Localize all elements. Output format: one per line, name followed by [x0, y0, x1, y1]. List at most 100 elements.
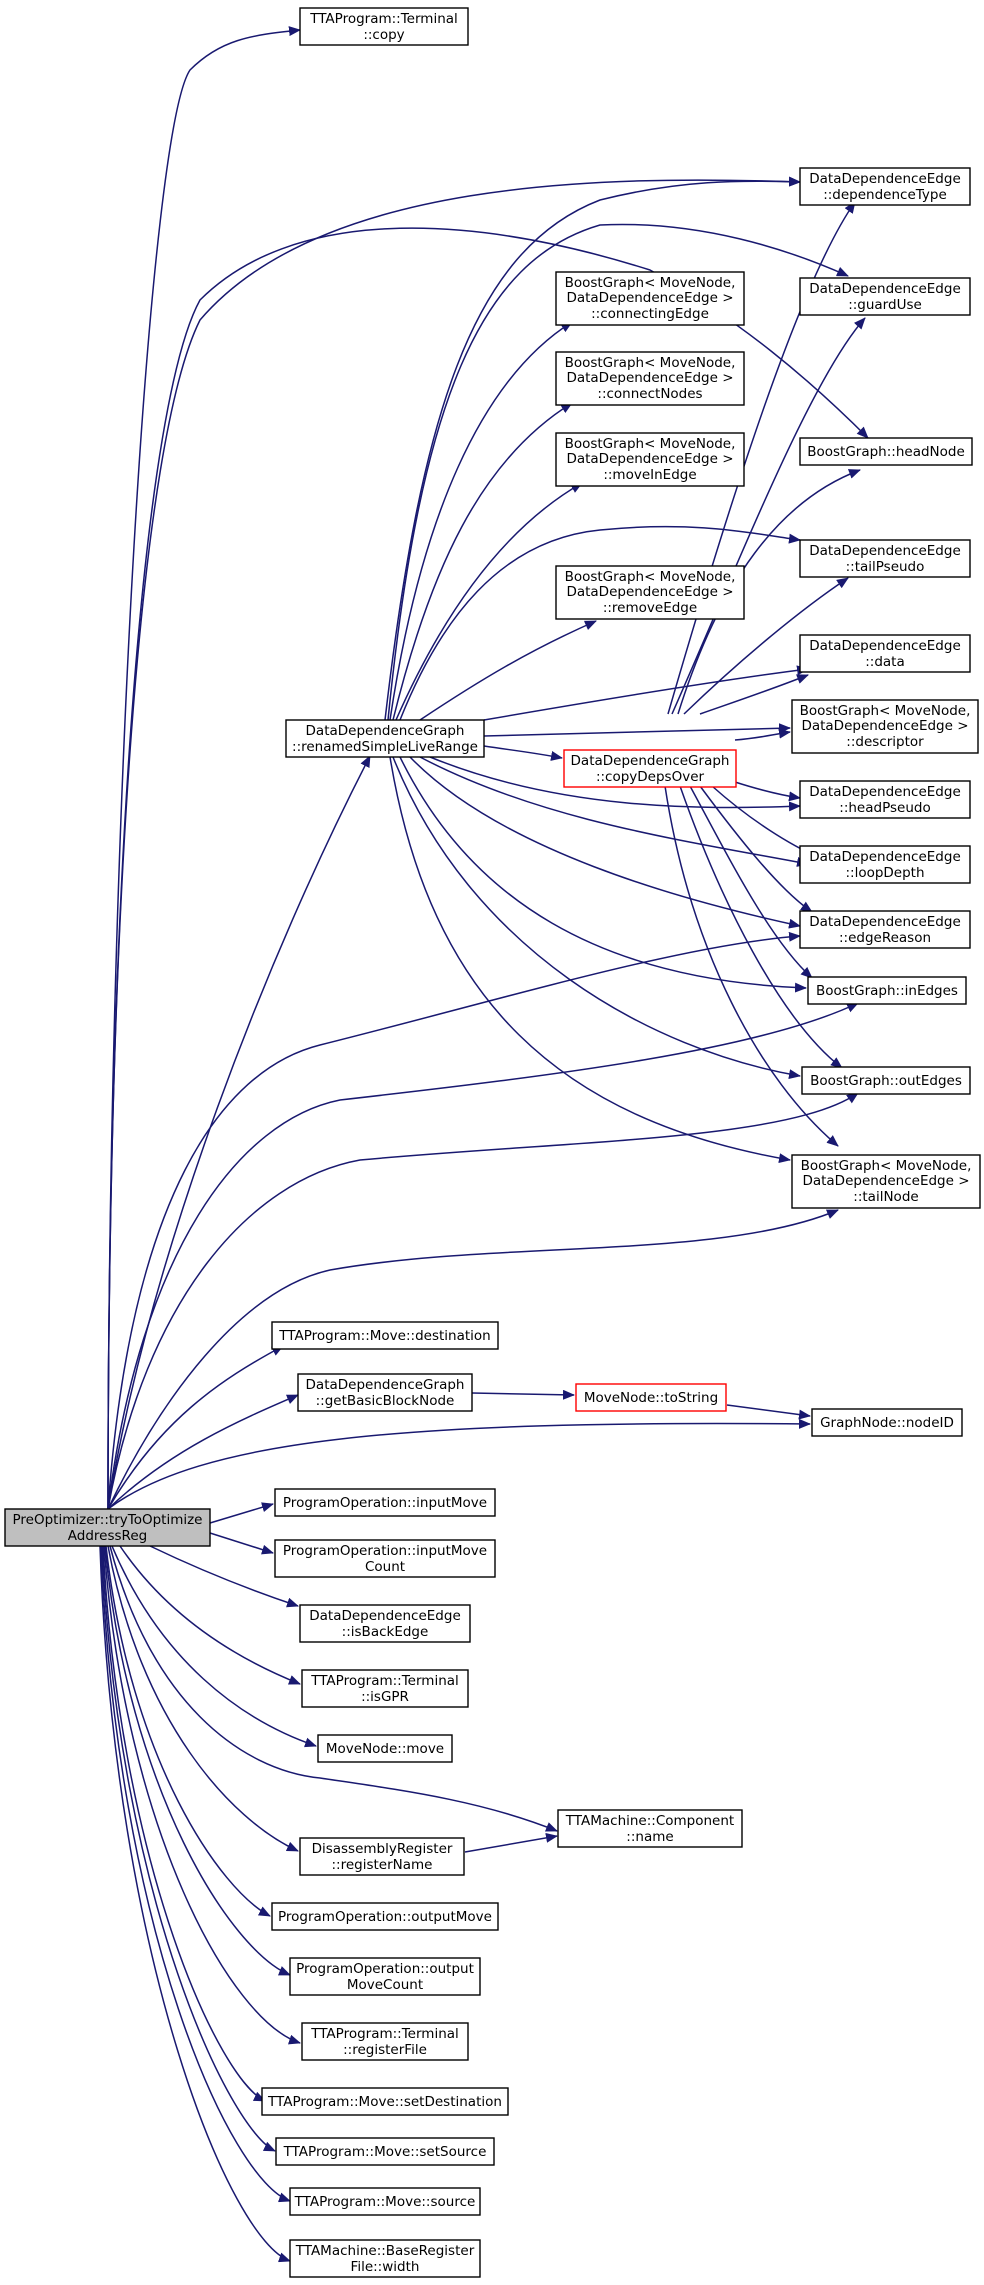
node-renamed-slr[interactable]: DataDependenceGraph::renamedSimpleLiveRa… — [285, 719, 485, 758]
node-head-node[interactable]: BoostGraph::headNode — [799, 437, 973, 466]
node-connect-nodes-line-3: ::connectNodes — [597, 386, 702, 402]
node-descriptor[interactable]: BoostGraph< MoveNode,DataDependenceEdge … — [791, 699, 979, 754]
edge-root-to-output-move — [105, 1545, 271, 1917]
node-copy-deps-over[interactable]: DataDependenceGraph::copyDepsOver — [563, 749, 737, 788]
edge-copy-deps-to-edge-reason — [699, 785, 813, 913]
node-output-move[interactable]: ProgramOperation::outputMove — [271, 1902, 499, 1931]
edge-copy-deps-to-head-pseudo — [734, 781, 801, 802]
node-out-edges[interactable]: BoostGraph::outEdges — [801, 1066, 971, 1095]
node-output-move-line-1: ProgramOperation::outputMove — [278, 1909, 492, 1925]
node-in-edges[interactable]: BoostGraph::inEdges — [807, 976, 967, 1005]
node-movenode-move-line-1: MoveNode::move — [326, 1741, 444, 1757]
node-tail-node[interactable]: BoostGraph< MoveNode,DataDependenceEdge … — [791, 1154, 981, 1209]
node-node-id-line-1: GraphNode::nodeID — [820, 1415, 954, 1431]
edge-root-to-input-move-count — [209, 1532, 274, 1555]
node-edge-data-line-2: ::data — [865, 654, 905, 670]
edge-copy-deps-to-in-edges — [689, 785, 813, 979]
node-root-line-2: AddressReg — [68, 1528, 147, 1544]
node-input-move[interactable]: ProgramOperation::inputMove — [274, 1488, 496, 1517]
node-register-file-line-2: ::registerFile — [343, 2042, 427, 2058]
node-set-source[interactable]: TTAProgram::Move::setSource — [275, 2137, 495, 2166]
node-edge-reason-line-1: DataDependenceEdge — [809, 914, 961, 930]
node-movenode-move[interactable]: MoveNode::move — [317, 1734, 453, 1763]
edge-root-to-input-move — [209, 1502, 274, 1524]
node-edge-data[interactable]: DataDependenceEdge::data — [799, 634, 971, 673]
node-component-name[interactable]: TTAMachine::Component::name — [557, 1809, 743, 1848]
edge-root-to-move-source — [100, 1545, 291, 2203]
node-get-bb-node[interactable]: DataDependenceGraph::getBasicBlockNode — [297, 1373, 473, 1412]
node-register-name[interactable]: DisassemblyRegister::registerName — [299, 1837, 465, 1876]
node-loop-depth[interactable]: DataDependenceEdge::loopDepth — [799, 845, 971, 884]
node-move-in-edge-line-3: ::moveInEdge — [603, 467, 696, 483]
edge-root-to-edge-reason — [107, 931, 801, 1510]
edge-copy-deps-to-guard-use — [671, 317, 866, 715]
edge-root-to-tail-node — [107, 1209, 839, 1510]
node-set-destination[interactable]: TTAProgram::Move::setDestination — [261, 2087, 509, 2116]
node-input-move-count-line-1: ProgramOperation::inputMove — [283, 1543, 487, 1559]
edge-renamed-slr-to-guard-use — [387, 223, 849, 721]
node-connecting-edge-line-1: BoostGraph< MoveNode, — [565, 275, 736, 291]
node-to-string[interactable]: MoveNode::toString — [575, 1383, 727, 1412]
node-move-in-edge-line-1: BoostGraph< MoveNode, — [565, 436, 736, 452]
node-node-id[interactable]: GraphNode::nodeID — [811, 1408, 963, 1437]
node-head-pseudo[interactable]: DataDependenceEdge::headPseudo — [799, 780, 971, 819]
node-tail-pseudo[interactable]: DataDependenceEdge::tailPseudo — [799, 539, 971, 578]
node-dependence-type[interactable]: DataDependenceEdge::dependenceType — [799, 167, 971, 206]
edge-root-to-terminal-copy — [107, 26, 301, 1510]
node-descriptor-line-2: DataDependenceEdge > — [801, 718, 968, 734]
node-head-pseudo-line-1: DataDependenceEdge — [809, 784, 961, 800]
node-is-gpr[interactable]: TTAProgram::Terminal::isGPR — [301, 1669, 469, 1708]
node-component-name-line-2: ::name — [626, 1829, 673, 1845]
node-descriptor-line-1: BoostGraph< MoveNode, — [800, 703, 971, 719]
node-remove-edge-line-1: BoostGraph< MoveNode, — [565, 569, 736, 585]
node-edge-reason[interactable]: DataDependenceEdge::edgeReason — [799, 910, 971, 949]
node-terminal-copy[interactable]: TTAProgram::Terminal::copy — [299, 7, 469, 46]
edge-root-to-component-name — [109, 1545, 558, 1832]
edge-renamed-slr-to-edge-data — [483, 665, 809, 721]
node-connect-nodes[interactable]: BoostGraph< MoveNode,DataDependenceEdge … — [555, 351, 745, 406]
node-move-in-edge[interactable]: BoostGraph< MoveNode,DataDependenceEdge … — [555, 432, 745, 487]
node-head-node-line-1: BoostGraph::headNode — [807, 444, 965, 460]
node-guard-use[interactable]: DataDependenceEdge::guardUse — [799, 277, 971, 316]
edge-copy-deps-to-out-edges — [679, 785, 843, 1069]
edge-root-to-out-edges — [107, 1092, 859, 1510]
edge-renamed-slr-to-dependence-type — [384, 176, 801, 721]
node-output-move-count-line-2: MoveCount — [347, 1977, 423, 1993]
edge-root-to-brf-width — [99, 1545, 291, 2263]
node-tail-pseudo-line-2: ::tailPseudo — [846, 559, 925, 575]
node-brf-width-line-2: File::width — [351, 2259, 420, 2275]
edge-root-to-renamed-slr — [107, 755, 371, 1510]
edge-register-name-to-component-name — [464, 1832, 558, 1853]
node-remove-edge[interactable]: BoostGraph< MoveNode,DataDependenceEdge … — [555, 565, 745, 620]
node-move-destination[interactable]: TTAProgram::Move::destination — [271, 1321, 499, 1350]
node-input-move-count-line-2: Count — [365, 1559, 405, 1575]
node-register-file[interactable]: TTAProgram::Terminal::registerFile — [301, 2022, 469, 2061]
edge-renamed-slr-to-in-edges — [399, 756, 807, 993]
node-get-bb-node-line-1: DataDependenceGraph — [306, 1377, 465, 1393]
node-is-back-edge-line-2: ::isBackEdge — [342, 1624, 429, 1640]
node-move-source[interactable]: TTAProgram::Move::source — [289, 2187, 481, 2216]
node-brf-width-line-1: TTAMachine::BaseRegister — [295, 2243, 475, 2259]
node-is-back-edge[interactable]: DataDependenceEdge::isBackEdge — [299, 1604, 471, 1643]
edge-copy-deps-to-descriptor — [734, 728, 791, 741]
node-connecting-edge-line-2: DataDependenceEdge > — [566, 290, 733, 306]
edge-root-to-move-destination — [107, 1345, 284, 1510]
node-tail-node-line-2: DataDependenceEdge > — [802, 1173, 969, 1189]
edge-get-bb-node-to-to-string — [471, 1389, 575, 1400]
node-out-edges-line-1: BoostGraph::outEdges — [810, 1073, 962, 1089]
node-to-string-line-1: MoveNode::toString — [584, 1390, 718, 1406]
node-edge-data-line-1: DataDependenceEdge — [809, 638, 961, 654]
node-remove-edge-line-2: DataDependenceEdge > — [566, 584, 733, 600]
node-connecting-edge[interactable]: BoostGraph< MoveNode,DataDependenceEdge … — [555, 271, 745, 326]
edge-renamed-slr-to-connecting-edge — [389, 321, 573, 721]
node-head-pseudo-line-2: ::headPseudo — [839, 800, 930, 816]
edge-copy-deps-to-tail-pseudo — [683, 577, 849, 715]
node-get-bb-node-line-2: ::getBasicBlockNode — [316, 1393, 455, 1409]
node-connecting-edge-line-3: ::connectingEdge — [591, 306, 709, 322]
